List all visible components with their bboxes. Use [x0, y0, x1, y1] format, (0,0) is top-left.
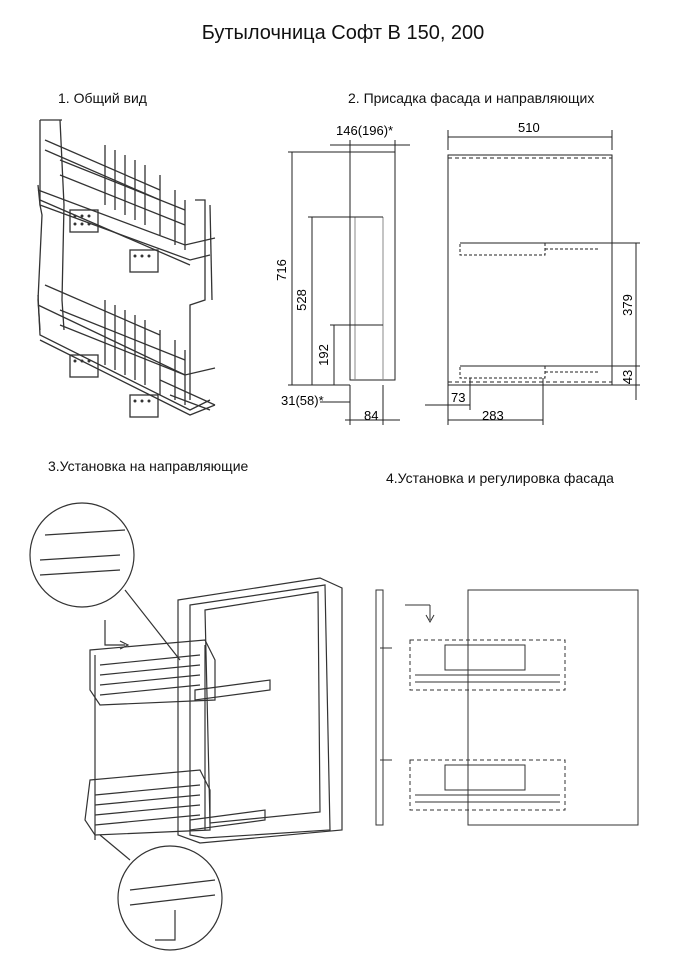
dim-73: 73 [451, 390, 465, 405]
dim-31: 31(58)* [281, 393, 324, 408]
section-general-view-title: 1. Общий вид [58, 90, 147, 106]
section-install-rails-title: 3.Установка на направляющие [48, 458, 249, 474]
page-title: Бутылочница Софт В 150, 200 [201, 22, 485, 44]
section-drilling-title: 2. Присадка фасада и направляющих [348, 90, 595, 106]
dim-146: 146(196)* [336, 123, 393, 138]
dim-528: 528 [294, 289, 309, 311]
dim-379: 379 [620, 294, 635, 316]
dim-716: 716 [274, 259, 289, 281]
section-facade-adjust-title: 4.Установка и регулировка фасада [386, 470, 614, 486]
dim-510: 510 [518, 120, 540, 135]
dim-192: 192 [316, 344, 331, 366]
dim-43: 43 [620, 370, 635, 384]
dim-84: 84 [364, 408, 378, 423]
dim-283: 283 [482, 408, 504, 423]
